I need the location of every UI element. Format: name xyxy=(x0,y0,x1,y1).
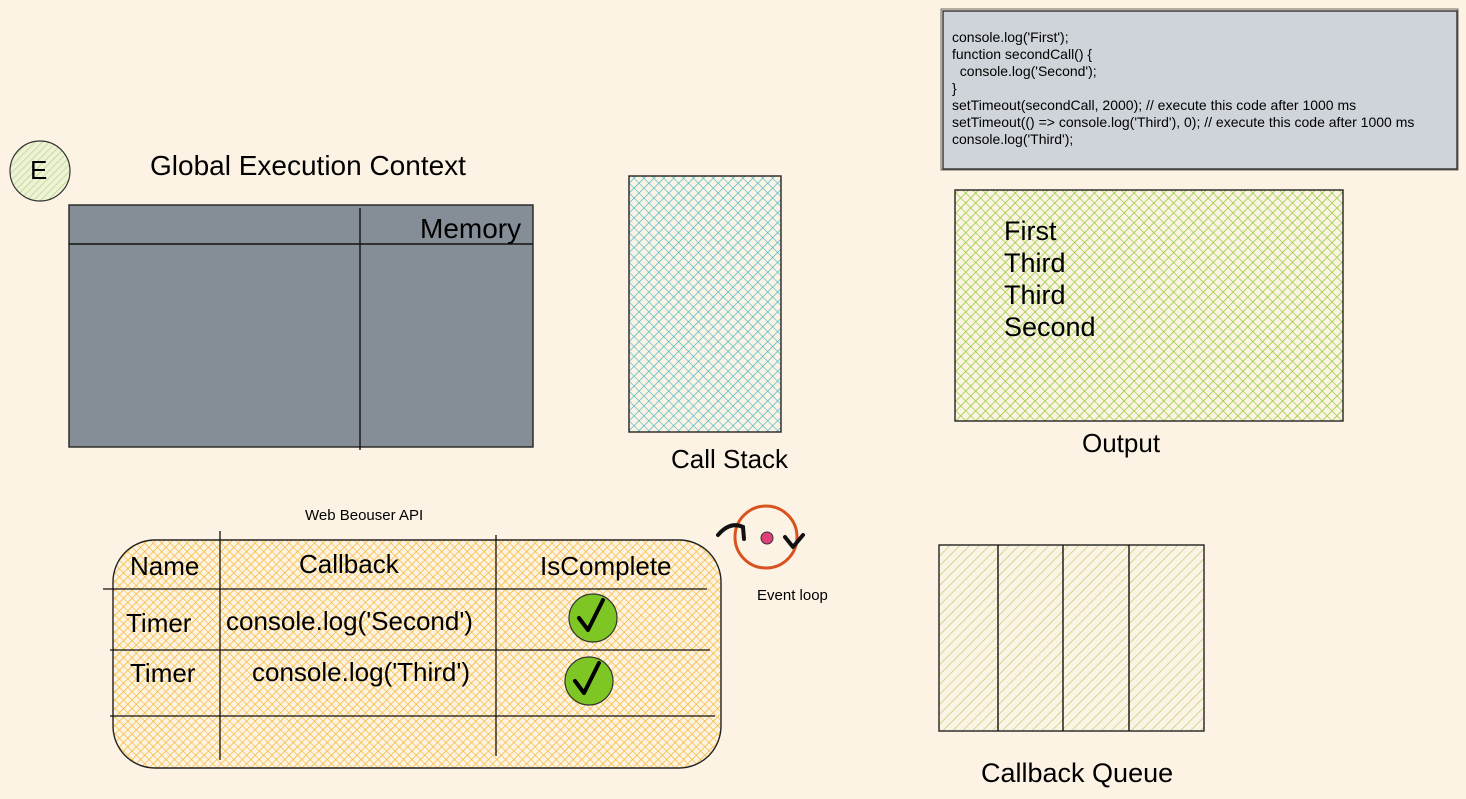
check-icon xyxy=(564,656,614,706)
gec-table xyxy=(68,204,534,450)
output-box xyxy=(954,189,1344,422)
code-line: console.log('Second'); xyxy=(952,63,1097,79)
header-is-complete: IsComplete xyxy=(540,551,672,581)
row-callback: console.log('Second') xyxy=(226,606,473,636)
event-loop-icon xyxy=(716,504,805,570)
code-line: setTimeout(() => console.log('Third'), 0… xyxy=(952,114,1415,130)
row-name: Timer xyxy=(126,608,192,638)
event-loop-label: Event loop xyxy=(757,587,828,604)
web-api-table xyxy=(103,531,722,769)
code-line: setTimeout(secondCall, 2000); // execute… xyxy=(952,97,1357,113)
output-lines: First Third Third Second xyxy=(1004,215,1096,343)
code-line: console.log('First'); xyxy=(952,29,1069,45)
check-icon xyxy=(568,593,618,643)
callback-queue-box xyxy=(938,544,1205,732)
code-line: function secondCall() { xyxy=(952,46,1093,62)
code-block: console.log('First'); function secondCal… xyxy=(952,29,1414,148)
e-badge-letter: E xyxy=(30,155,48,185)
header-callback: Callback xyxy=(299,549,399,579)
callback-queue-label: Callback Queue xyxy=(981,758,1174,788)
output-label: Output xyxy=(1082,428,1161,458)
output-line: Second xyxy=(1004,312,1096,342)
memory-label: Memory xyxy=(420,213,522,244)
code-line: console.log('Third'); xyxy=(952,131,1074,147)
row-callback: console.log('Third') xyxy=(252,657,471,687)
call-stack-box xyxy=(628,175,782,433)
web-api-title: Web Beouser API xyxy=(305,507,424,524)
gec-title: Global Execution Context xyxy=(150,150,466,181)
output-line: Third xyxy=(1004,280,1066,310)
header-name: Name xyxy=(130,551,200,581)
code-block-box xyxy=(940,8,1459,171)
row-name: Timer xyxy=(130,658,196,688)
call-stack-label: Call Stack xyxy=(671,444,789,474)
output-line: Third xyxy=(1004,248,1066,278)
output-line: First xyxy=(1004,216,1057,246)
e-badge xyxy=(9,140,71,202)
code-line: } xyxy=(952,80,957,96)
